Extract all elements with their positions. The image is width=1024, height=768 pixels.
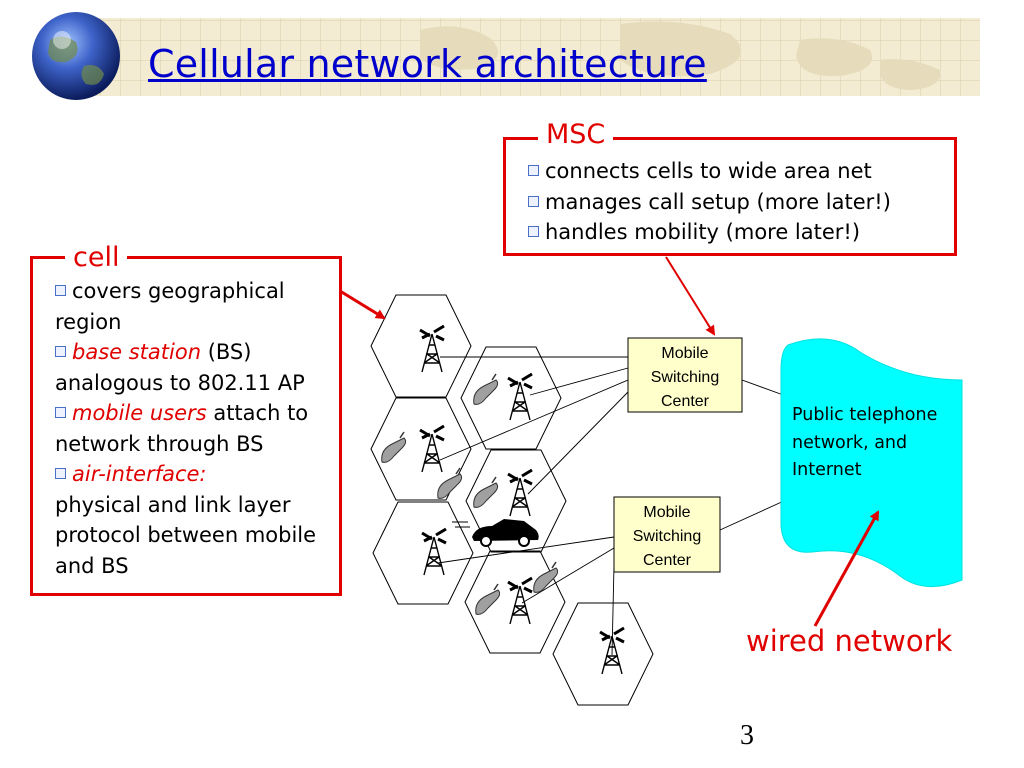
hex-cell: [552, 602, 654, 706]
msc-pointer-arrow: [665, 256, 716, 336]
msc-top-box: [627, 337, 743, 413]
mobile-phone-icon: [472, 373, 499, 406]
msc-top-line-3: Center: [661, 393, 710, 410]
bullet-square-icon: [528, 195, 539, 207]
page-number: 3: [740, 720, 754, 751]
bullet-square-icon: [55, 346, 66, 357]
hex-cell: [370, 294, 472, 398]
cell-pointer-arrow: [339, 289, 386, 320]
msc-bullet-3: handles mobility (more later!): [528, 217, 891, 248]
pstn-line-1: Public telephone: [792, 405, 938, 425]
hex-cell: [465, 449, 567, 553]
base-station-tower-icon: [418, 424, 446, 474]
msc-bottom-line-2: Switching: [633, 528, 701, 545]
car-icon: [452, 519, 539, 547]
hex-cell: [370, 397, 472, 501]
mobile-phone-icon: [532, 561, 559, 594]
pstn-cloud: [780, 338, 963, 588]
hex-cell: [464, 550, 566, 654]
hex-cell: [460, 346, 562, 450]
mobile-phone-icon: [380, 431, 407, 464]
bullet-square-icon: [528, 226, 539, 237]
hex-cell: [372, 501, 474, 605]
bullet-square-icon: [528, 165, 539, 176]
bullet-square-icon: [55, 407, 66, 418]
msc-bullet-2: manages call setup (more later!): [528, 187, 891, 218]
msc-bullet-list: connects cells to wide area net manages …: [528, 156, 891, 248]
wired-network-pointer-arrow: [813, 510, 880, 627]
cell-bullet-1: covers geographical region: [55, 279, 285, 334]
base-station-tower-icon: [506, 576, 534, 626]
cell-bullet-3: mobile users attach to network through B…: [55, 401, 309, 456]
pstn-line-3: Internet: [792, 460, 862, 480]
base-station-tower-icon: [418, 324, 446, 374]
msc-description-box: [503, 137, 957, 256]
msc-bottom-box: [613, 496, 721, 573]
cell-description-box: [30, 256, 342, 596]
base-station-tower-icon: [420, 527, 448, 577]
bullet-square-icon: [55, 468, 66, 479]
msc-bottom-line-3: Center: [643, 552, 692, 569]
msc-top-line-1: Mobile: [661, 345, 708, 362]
mobile-phone-icon: [472, 476, 499, 509]
pstn-line-2: network, and: [792, 432, 908, 453]
cell-bullet-2: base station (BS) analogous to 802.11 AP: [55, 340, 305, 395]
cell-bullet-list: covers geographical region base station …: [55, 276, 337, 581]
msc-top-line-2: Switching: [651, 369, 719, 386]
slide-title: Cellular network architecture: [148, 42, 707, 86]
mobile-phone-icon: [474, 583, 501, 616]
msc-bullet-1: connects cells to wide area net: [528, 156, 891, 187]
pstn-label: Public telephone network, and Internet: [792, 402, 937, 485]
bullet-square-icon: [55, 285, 66, 296]
msc-box-label: MSC: [538, 120, 614, 150]
cell-box-label: cell: [65, 243, 128, 273]
base-station-tower-icon: [506, 372, 534, 422]
wired-network-label: wired network: [746, 624, 953, 658]
mobile-phone-icon: [436, 467, 463, 500]
title-banner: [32, 12, 980, 100]
cell-bullet-4: air-interface:physical and link layer pr…: [55, 462, 317, 578]
msc-bottom-line-1: Mobile: [643, 504, 690, 521]
